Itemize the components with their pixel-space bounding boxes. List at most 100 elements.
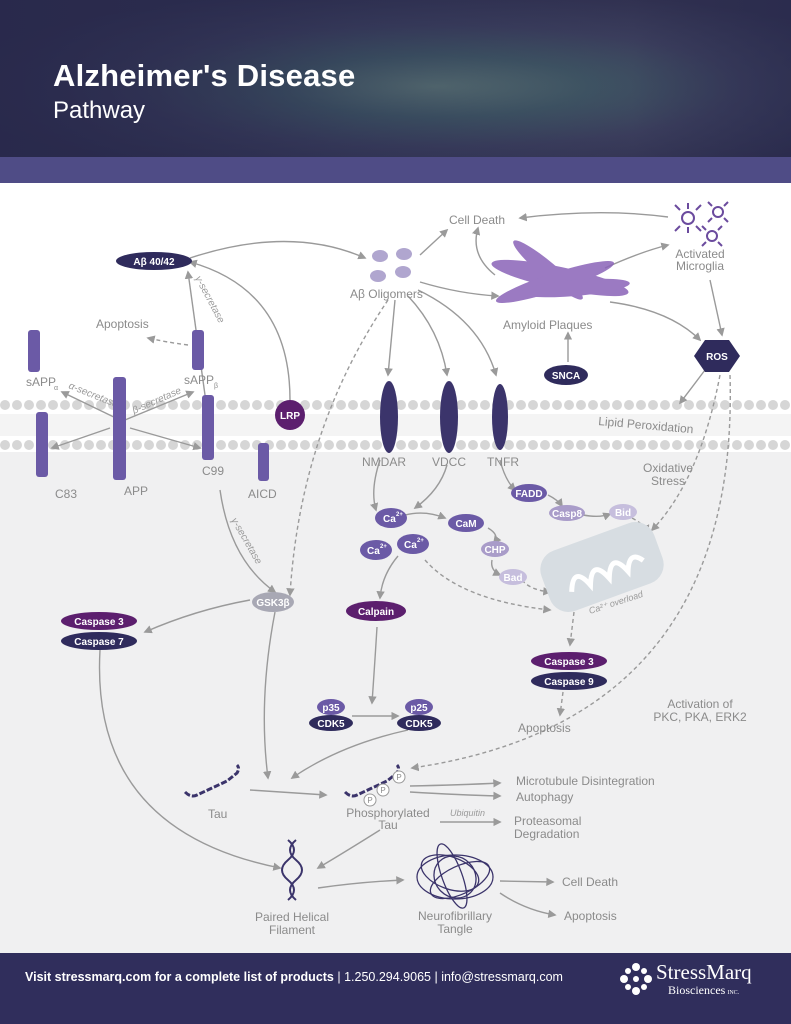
ca2-a-label: Ca xyxy=(383,514,396,525)
sapp-alpha-label: sAPP xyxy=(26,375,56,389)
p35-label: p35 xyxy=(322,703,340,714)
footer-contact: Visit stressmarq.com for a complete list… xyxy=(25,970,563,984)
casp8-label: Casp8 xyxy=(552,509,582,520)
node-p35-cdk5: p35 CDK5 xyxy=(309,699,353,731)
proteasomal-line1: Proteasomal xyxy=(514,814,581,828)
calpain-label: Calpain xyxy=(358,607,394,618)
phospho-p2: P xyxy=(380,786,385,795)
ca2-c-label: Ca xyxy=(404,540,417,551)
ubiquitin-label: Ubiquitin xyxy=(450,808,485,818)
app-label: APP xyxy=(124,484,148,498)
cam-label: CaM xyxy=(455,519,476,530)
bid-label: Bid xyxy=(615,508,631,519)
node-calpain: Calpain xyxy=(346,601,406,621)
c83-label: C83 xyxy=(55,487,77,501)
neurofibrillary-tangle-icon xyxy=(416,843,494,909)
amyloid-plaque-icon xyxy=(491,240,630,303)
sapp-beta-label: sAPP xyxy=(184,373,214,387)
microglia-icon xyxy=(674,201,729,247)
mitochondrion-icon xyxy=(540,522,664,612)
paired-helical-line1: Paired Helical xyxy=(255,910,329,924)
cell-death-bottom-label: Cell Death xyxy=(562,875,618,889)
logo-mark-icon xyxy=(620,963,652,995)
tnfr-receptor xyxy=(492,384,508,450)
phosphorylated-tau-line1: Phosphorylated xyxy=(346,806,429,820)
ab4042-label: Aβ 40/42 xyxy=(133,257,175,268)
node-fadd: FADD xyxy=(511,484,547,502)
pathway-arrows xyxy=(50,212,731,919)
ab-oligomers-icon xyxy=(370,248,412,282)
apoptosis-left-label: Apoptosis xyxy=(96,317,149,331)
apoptosis-mid-label: Apoptosis xyxy=(518,721,571,735)
activation-line2: PKC, PKA, ERK2 xyxy=(653,710,747,724)
aicd-bar xyxy=(258,443,269,481)
footer-sep-2: | xyxy=(430,970,442,984)
header-banner xyxy=(0,0,791,157)
footer-sep-1: | xyxy=(333,970,345,984)
microtubule-line2: Autophagy xyxy=(516,790,573,804)
header-band xyxy=(0,157,791,183)
activation-line1: Activation of xyxy=(667,697,733,711)
aicd-label: AICD xyxy=(248,487,277,501)
sapp-alpha-bar xyxy=(28,330,40,372)
tau-label: Tau xyxy=(208,807,227,821)
footer-visit-link[interactable]: Visit stressmarq.com for a complete list… xyxy=(25,970,334,984)
c83-bar xyxy=(36,412,48,477)
node-ca2-c: Ca 2+ xyxy=(397,534,429,554)
caspase7-left-label: Caspase 7 xyxy=(74,637,124,648)
fadd-label: FADD xyxy=(515,489,542,500)
lrp-label: LRP xyxy=(280,411,300,422)
brand-name: StressMarq xyxy=(656,960,752,984)
ab-oligomers-label: Aβ Oligomers xyxy=(350,287,423,301)
node-cam: CaM xyxy=(448,514,484,532)
proteasomal-line2: Degradation xyxy=(514,827,579,841)
caspase3-left-label: Caspase 3 xyxy=(74,617,124,628)
brand-inc: INC. xyxy=(727,990,740,996)
gamma-secretase-top: γ-secretase xyxy=(192,274,226,325)
node-caspase37-left: Caspase 3 Caspase 7 xyxy=(61,612,137,650)
phosphorylated-tau-line2: Tau xyxy=(378,818,397,832)
tnfr-label: TNFR xyxy=(487,455,519,469)
node-ca2-a: Ca 2+ xyxy=(375,508,407,528)
snca-label: SNCA xyxy=(552,371,580,382)
node-bad: Bad xyxy=(499,569,527,585)
app-bar xyxy=(113,377,126,480)
microtubule-line1: Microtubule Disintegration xyxy=(516,774,655,788)
vdcc-label: VDCC xyxy=(432,455,466,469)
caspase3-right-label: Caspase 3 xyxy=(544,657,594,668)
cdk5-b-label: CDK5 xyxy=(405,719,433,730)
vdcc-receptor xyxy=(440,381,458,453)
page-subtitle: Pathway xyxy=(53,97,146,124)
node-ros: ROS xyxy=(694,340,740,372)
node-bid: Bid xyxy=(609,504,637,520)
apoptosis-bottom-label: Apoptosis xyxy=(564,909,617,923)
cell-death-top-label: Cell Death xyxy=(449,213,505,227)
node-ab4042: Aβ 40/42 xyxy=(116,252,192,270)
amyloid-plaques-label: Amyloid Plaques xyxy=(503,318,592,332)
activated-microglia-line1: Activated xyxy=(675,247,724,261)
footer-phone[interactable]: 1.250.294.9065 xyxy=(344,970,431,984)
node-caspase39-right: Caspase 3 Caspase 9 xyxy=(531,652,607,690)
sapp-beta-sub: β xyxy=(214,383,218,390)
app-fragments xyxy=(28,330,269,481)
footer-email[interactable]: info@stressmarq.com xyxy=(441,970,563,984)
receptors xyxy=(380,381,508,453)
c99-label: C99 xyxy=(202,464,224,478)
ca2-b-label: Ca xyxy=(367,546,380,557)
page-title: Alzheimer's Disease xyxy=(53,58,356,93)
ca2-a-sup: 2+ xyxy=(396,512,403,518)
node-gsk3b: GSK3β xyxy=(252,592,294,612)
chp-label: CHP xyxy=(484,545,505,556)
nft-line2: Tangle xyxy=(437,922,473,936)
node-ca2-b: Ca 2+ xyxy=(360,540,392,560)
nft-line1: Neurofibrillary xyxy=(418,909,492,923)
nmdar-label: NMDAR xyxy=(362,455,406,469)
node-lrp: LRP xyxy=(275,400,305,430)
phospho-p1: P xyxy=(367,796,372,805)
paired-helical-line2: Filament xyxy=(269,923,316,937)
c99-bar xyxy=(202,395,214,460)
node-snca: SNCA xyxy=(544,365,588,385)
node-casp8: Casp8 xyxy=(549,505,585,521)
